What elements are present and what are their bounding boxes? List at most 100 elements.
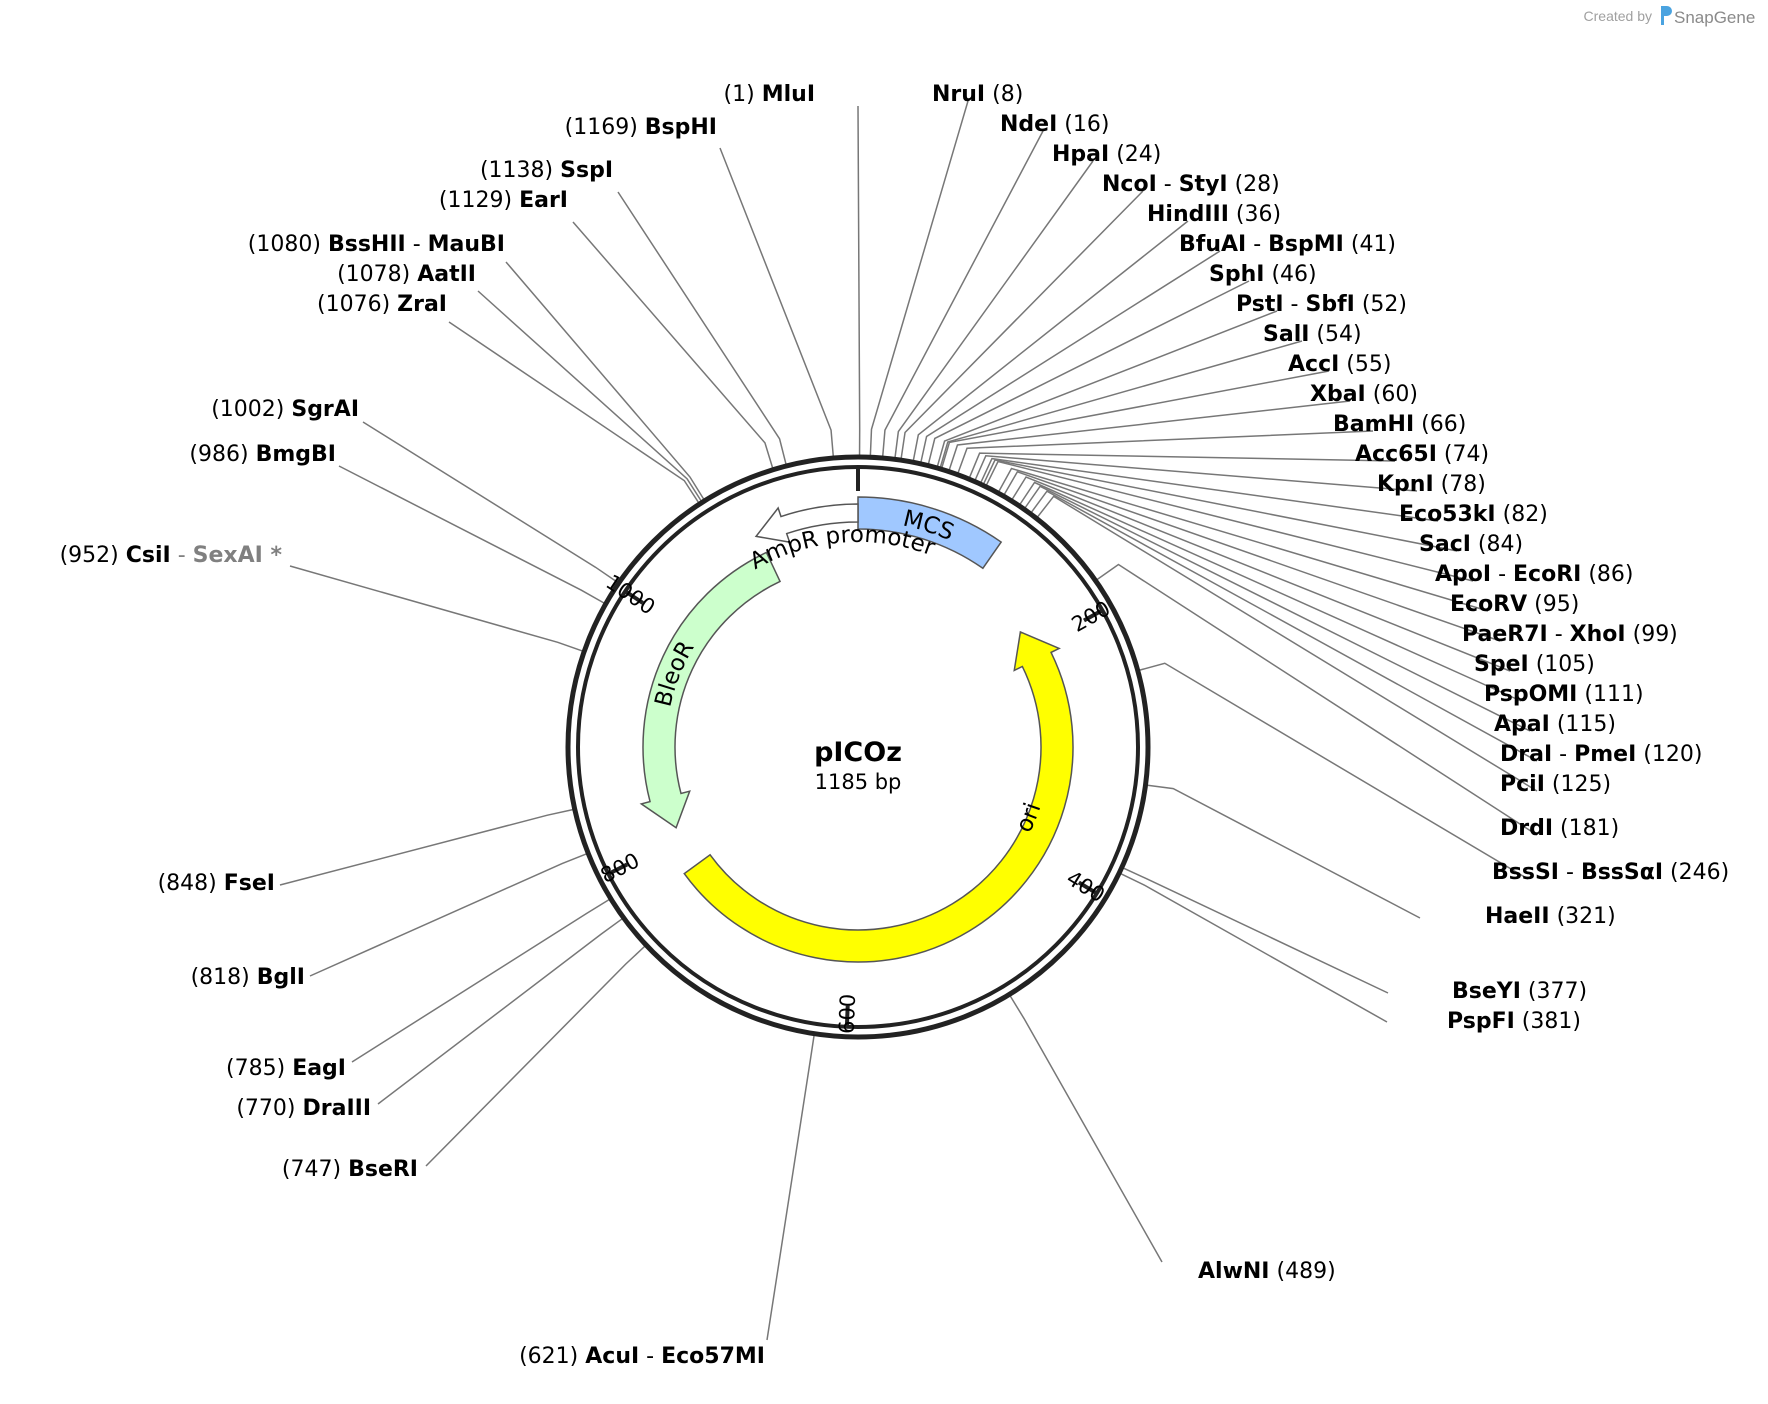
site-label-bamhi: BamHI (66) bbox=[1333, 412, 1466, 437]
site-label-draiii: (770) DraIII bbox=[236, 1096, 371, 1121]
enzyme-name: PspFI bbox=[1447, 1009, 1515, 1034]
site-position: (24) bbox=[1116, 142, 1161, 167]
site-position: (82) bbox=[1503, 502, 1548, 527]
site-label-ndei: NdeI (16) bbox=[1000, 112, 1109, 137]
site-label-acc65i: Acc65I (74) bbox=[1355, 442, 1489, 467]
enzyme-leader-lines bbox=[279, 100, 1538, 1341]
site-label-kpni: KpnI (78) bbox=[1377, 472, 1486, 497]
leader-line-zrai bbox=[448, 321, 700, 503]
site-position: (46) bbox=[1271, 262, 1316, 287]
enzyme-name: SspI bbox=[560, 158, 613, 183]
leader-line-bmgbi bbox=[338, 465, 605, 604]
ori-feature-arrow bbox=[683, 630, 1074, 963]
site-label-sspi: (1138) SspI bbox=[480, 158, 613, 183]
leader-line-drai bbox=[1030, 490, 1538, 762]
leader-line-sphi bbox=[927, 280, 1250, 464]
site-label-drdi: DrdI (181) bbox=[1500, 816, 1619, 841]
site-label-eco53ki: Eco53kI (82) bbox=[1399, 502, 1548, 527]
enzyme-name: BseYI bbox=[1452, 979, 1521, 1004]
enzyme-name: NcoI bbox=[1102, 172, 1157, 197]
leader-line-bsssi bbox=[1139, 662, 1529, 880]
site-position: (74) bbox=[1444, 442, 1489, 467]
leader-line-acui bbox=[766, 1035, 815, 1341]
site-position: (1) bbox=[724, 82, 755, 107]
enzyme-name: SbfI bbox=[1305, 292, 1354, 317]
site-label-ncoi: NcoI - StyI (28) bbox=[1102, 172, 1280, 197]
mcs-feature-arrow bbox=[857, 496, 1003, 570]
enzyme-name: PciI bbox=[1500, 772, 1545, 797]
enzyme-name: EagI bbox=[292, 1056, 346, 1081]
site-position: (489) bbox=[1277, 1259, 1336, 1284]
site-label-eari: (1129) EarI bbox=[439, 188, 568, 213]
site-position: (60) bbox=[1373, 382, 1418, 407]
site-position: (84) bbox=[1478, 532, 1523, 557]
enzyme-name: FseI bbox=[224, 871, 275, 896]
enzyme-name: DrdI bbox=[1500, 816, 1553, 841]
site-position: (8) bbox=[992, 82, 1023, 107]
site-label-hpai: HpaI (24) bbox=[1052, 142, 1161, 167]
site-position: (952) bbox=[60, 543, 119, 568]
enzyme-name: EcoRV bbox=[1450, 592, 1527, 617]
enzyme-name: StyI bbox=[1179, 172, 1228, 197]
enzyme-name: BseRI bbox=[348, 1157, 418, 1182]
site-label-fsei: (848) FseI bbox=[158, 871, 275, 896]
site-label-sgrai: (1002) SgrAI bbox=[211, 397, 359, 422]
site-label-bsshii: (1080) BssHII - MauBI bbox=[248, 232, 505, 257]
enzyme-name: AccI bbox=[1288, 352, 1339, 377]
enzyme-name: SpeI bbox=[1474, 652, 1529, 677]
tick-mark-200 bbox=[1083, 608, 1103, 623]
leader-line-eco53ki bbox=[980, 457, 1439, 522]
site-position: (1076) bbox=[317, 292, 390, 317]
enzyme-name: BfuAI bbox=[1179, 232, 1246, 257]
tick-mark-1000 bbox=[625, 590, 644, 605]
site-label-bsssi: BssSI - BssSαI (246) bbox=[1492, 860, 1729, 885]
enzyme-name: EcoRI bbox=[1513, 562, 1581, 587]
plasmid-name: pICOz bbox=[814, 737, 902, 768]
site-position: (55) bbox=[1346, 352, 1391, 377]
leader-line-pcii bbox=[1037, 495, 1538, 792]
site-position: (66) bbox=[1421, 412, 1466, 437]
enzyme-name: MauBI bbox=[428, 232, 505, 257]
enzyme-name: SgrAI bbox=[291, 397, 359, 422]
feature-arrows bbox=[639, 496, 1074, 963]
site-label-bsphi: (1169) BspHI bbox=[565, 115, 717, 140]
site-position: (111) bbox=[1584, 682, 1643, 707]
site-position: (95) bbox=[1534, 592, 1579, 617]
enzyme-name: EarI bbox=[519, 188, 568, 213]
leader-line-bsshii bbox=[505, 261, 705, 500]
enzyme-name: BspHI bbox=[645, 115, 717, 140]
enzyme-name: SexAI * bbox=[193, 543, 283, 568]
enzyme-name: BssHII bbox=[328, 232, 406, 257]
site-position: (78) bbox=[1441, 472, 1486, 497]
site-label-mlui: (1) MluI bbox=[724, 82, 815, 107]
site-label-apoi: ApoI - EcoRI (86) bbox=[1435, 562, 1634, 587]
snapgene-logo-icon bbox=[1661, 6, 1672, 25]
leader-line-acc65i bbox=[968, 452, 1396, 478]
enzyme-name: HindIII bbox=[1147, 202, 1229, 227]
site-position: (28) bbox=[1235, 172, 1280, 197]
site-position: (41) bbox=[1351, 232, 1396, 257]
snapgene-credit: Created by SnapGene bbox=[1584, 6, 1755, 27]
site-position: (99) bbox=[1633, 622, 1678, 647]
leader-line-hpai bbox=[894, 160, 1094, 458]
site-position: (246) bbox=[1670, 860, 1729, 885]
enzyme-name: AlwNI bbox=[1198, 1259, 1270, 1284]
backbone-inner-circle bbox=[576, 465, 1140, 1029]
enzyme-name: PstI bbox=[1236, 292, 1284, 317]
site-label-ecorv: EcoRV (95) bbox=[1450, 592, 1579, 617]
site-label-xbai: XbaI (60) bbox=[1310, 382, 1418, 407]
enzyme-name: HpaI bbox=[1052, 142, 1109, 167]
site-position: (785) bbox=[226, 1056, 285, 1081]
enzyme-name: XhoI bbox=[1570, 622, 1626, 647]
site-position: (1078) bbox=[337, 262, 410, 287]
enzyme-name: SacI bbox=[1419, 532, 1471, 557]
enzyme-name: BssSαI bbox=[1581, 860, 1663, 885]
site-label-csii: (952) CsiI - SexAI * bbox=[60, 543, 283, 568]
leader-line-xbai bbox=[948, 400, 1351, 470]
site-position: (1080) bbox=[248, 232, 321, 257]
site-label-sali: SalI (54) bbox=[1263, 322, 1362, 347]
leader-line-eagi bbox=[351, 899, 610, 1063]
leader-line-nrui bbox=[869, 100, 969, 456]
